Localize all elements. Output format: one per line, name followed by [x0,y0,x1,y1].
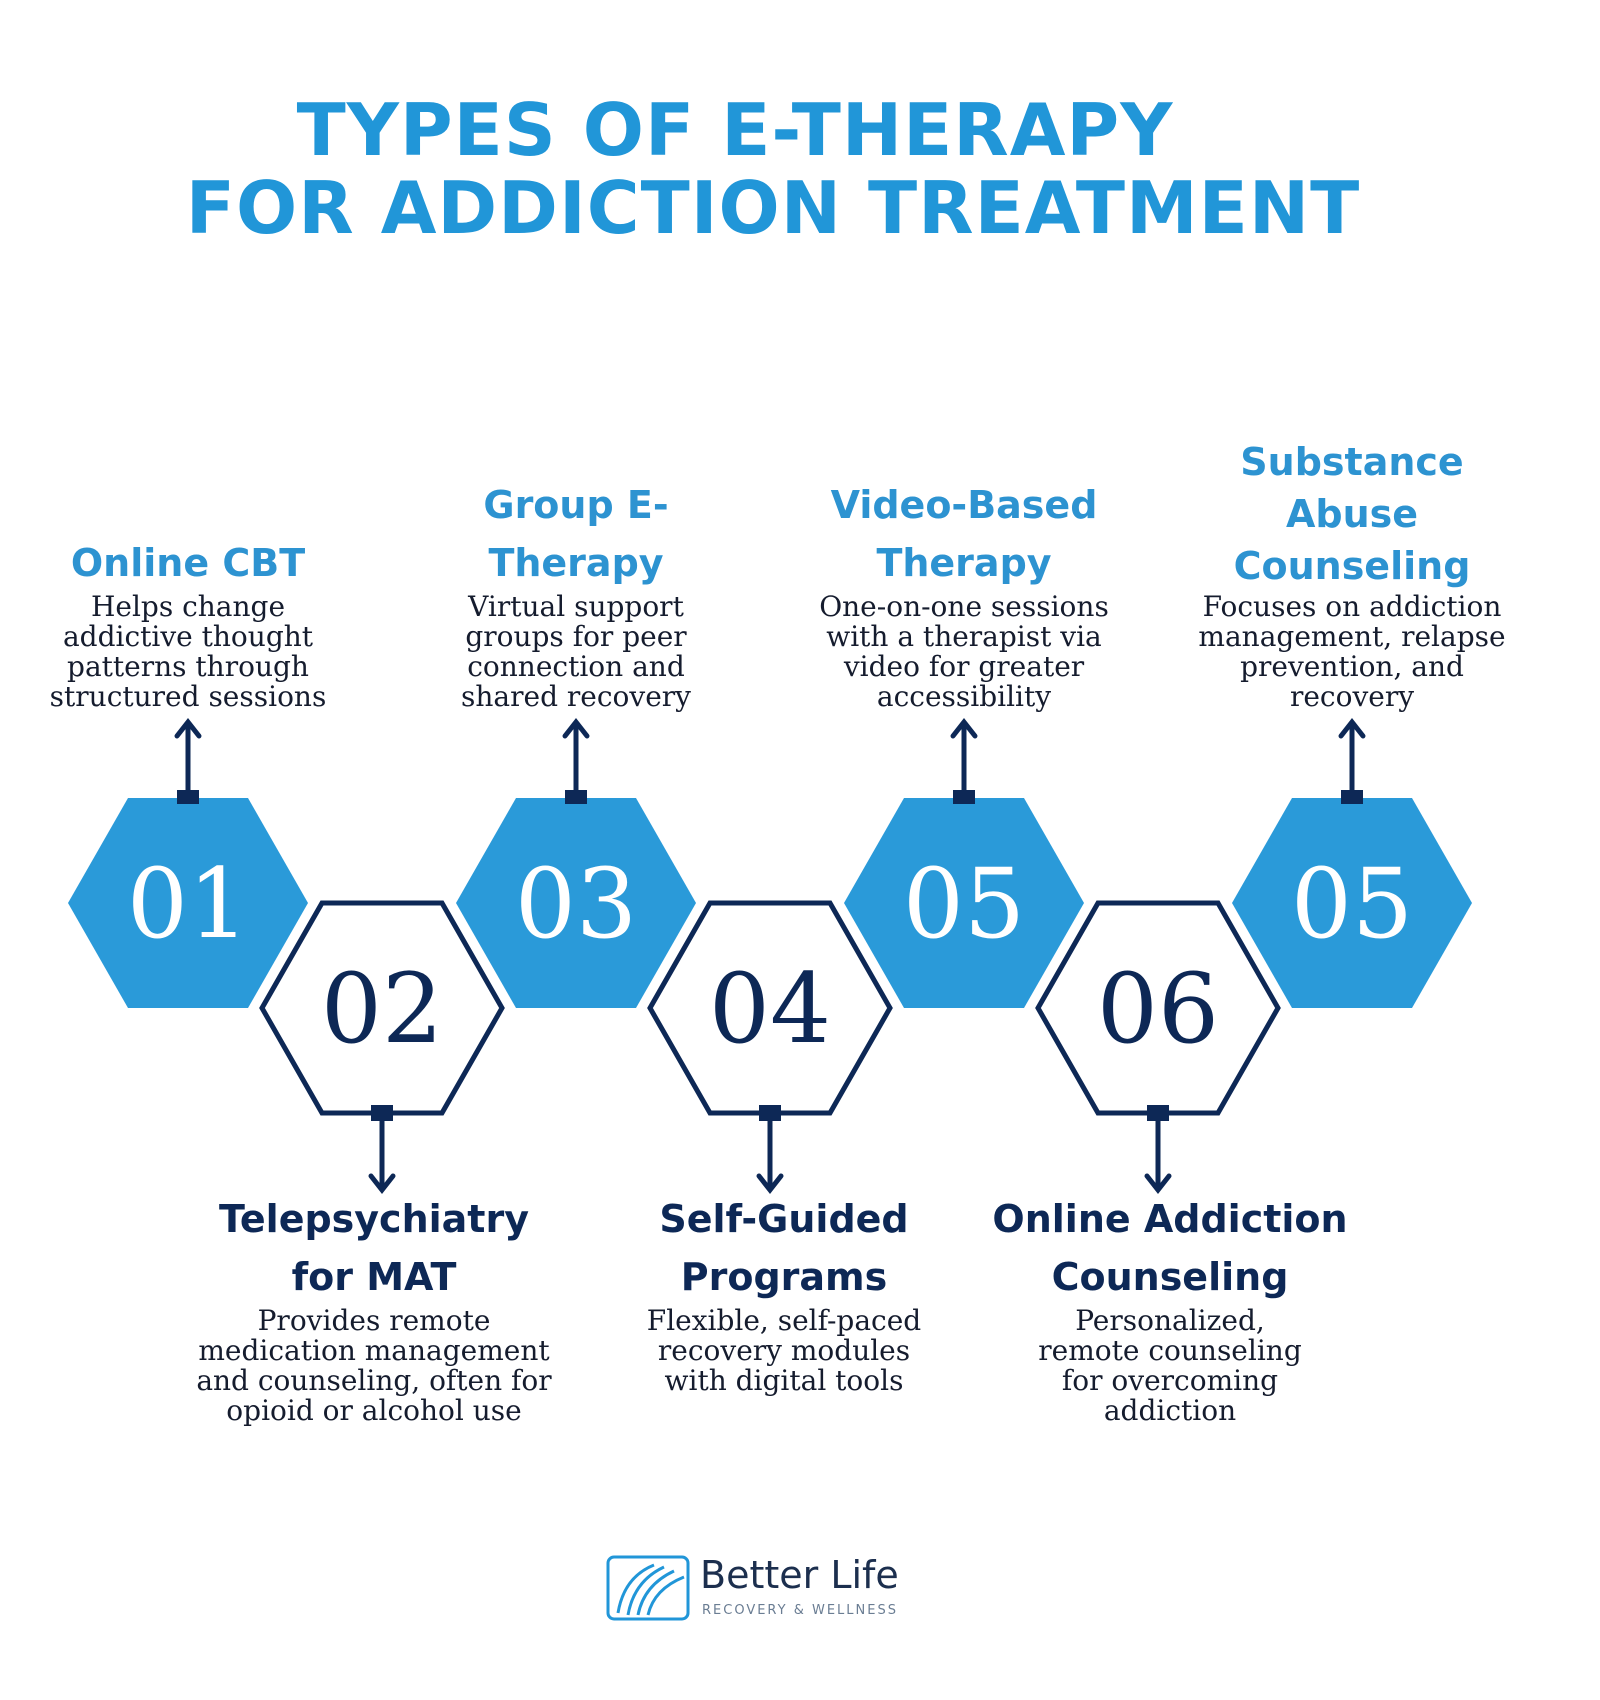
logo-brand-name: Better Life [700,1553,899,1597]
step-2-hexagon [259,900,505,1116]
step-1-hexagon [68,798,308,1008]
arrow-up-icon [1338,717,1366,739]
step-3-heading: Group E-Therapy [483,483,669,585]
step-4-hexagon [647,900,893,1116]
step-3-number: 03 [515,848,637,960]
logo-tagline: RECOVERY & WELLNESS [702,1603,898,1618]
brand-logo: Better Life RECOVERY & WELLNESS [604,1553,904,1623]
arrow-down-icon [756,1173,784,1195]
step-4-hexagon-group: 04 [647,900,893,1195]
step-3-connector [565,790,587,804]
step-3-hexagon-group: 03 [456,717,696,1008]
step-1-number: 01 [127,848,249,960]
step-7-hexagon-group: 05 [1232,717,1472,1008]
step-6-hexagon [1035,900,1281,1116]
page-title-line-2: FOR ADDICTION TREATMENT [185,166,1361,250]
step-2-hexagon-group: 02 [259,900,505,1195]
step-1-connector [177,790,199,804]
step-5-number: 05 [903,848,1025,960]
step-4-connector [759,1105,781,1121]
step-6-number: 06 [1097,953,1219,1065]
step-3-hexagon [456,798,696,1008]
arrow-up-icon [174,717,202,739]
step-2-connector [371,1105,393,1121]
arrow-down-icon [368,1173,396,1195]
step-6-hexagon-group: 06 [1035,900,1281,1195]
step-6-connector [1147,1105,1169,1121]
step-1-hexagon-group: 01 [68,717,308,1008]
step-7-number: 05 [1291,848,1413,960]
step-1-heading: Online CBT [70,541,306,585]
arrow-down-icon [1144,1173,1172,1195]
step-4-number: 04 [709,953,831,1065]
arrow-up-icon [950,717,978,739]
arrow-up-icon [562,717,590,739]
step-2-number: 02 [321,953,443,1065]
wave-lines-logo-icon [606,1555,690,1621]
step-5-connector [953,790,975,804]
step-5-hexagon [844,798,1084,1008]
page-title-line-1: TYPES OF E-THERAPY [296,88,1174,172]
step-5-hexagon-group: 05 [844,717,1084,1008]
step-7-hexagon [1232,798,1472,1008]
step-7-connector [1341,790,1363,804]
